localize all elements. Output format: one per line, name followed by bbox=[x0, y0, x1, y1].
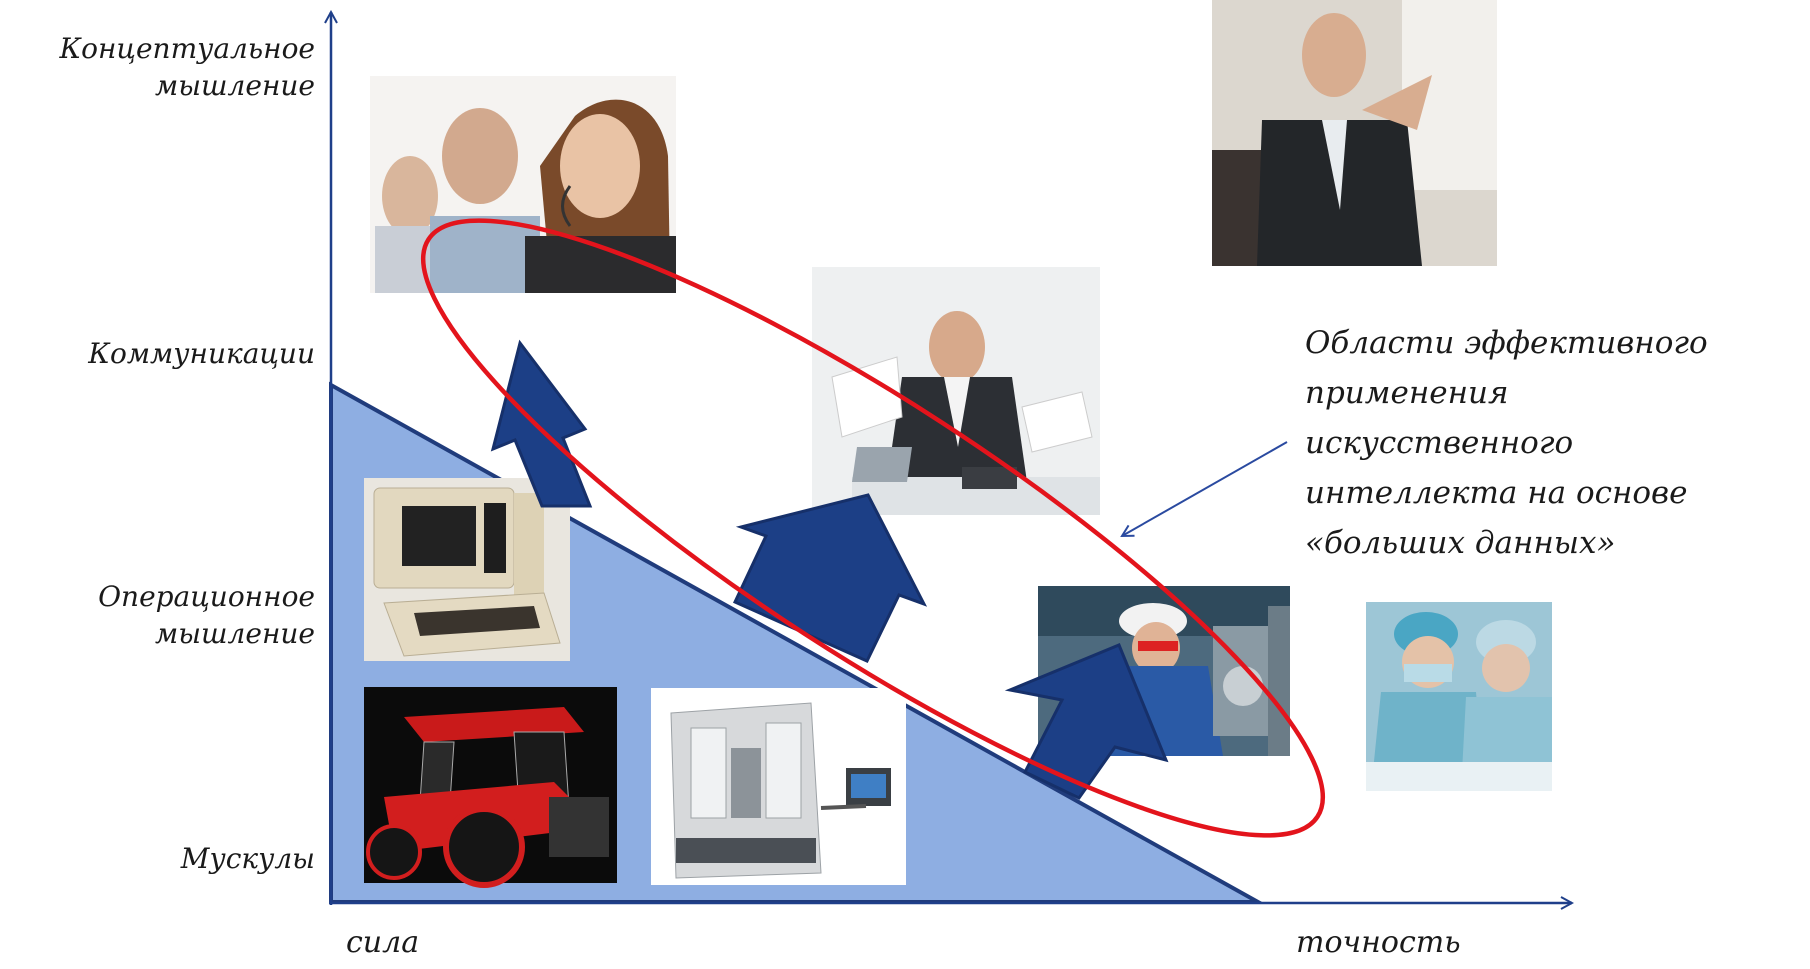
photo-retro-computer bbox=[364, 478, 570, 661]
photo-surgeons bbox=[1366, 602, 1552, 791]
ai-annotation-text: Области эффективного применения искусств… bbox=[1305, 325, 1708, 561]
y-level-communications: Коммуникации bbox=[88, 337, 315, 370]
y-level-conceptual-thinking: Концептуальное мышление bbox=[59, 32, 315, 102]
arrow-to-communications bbox=[490, 339, 593, 508]
photo-cnc-milling-machine bbox=[651, 688, 906, 885]
photo-call-center-operators bbox=[370, 76, 676, 293]
x-label-precision: точность bbox=[1296, 925, 1461, 960]
y-level-operational-thinking: Операционное мышление bbox=[98, 580, 315, 650]
ai-effective-area-ellipse bbox=[420, 218, 1326, 838]
arrow-to-operator bbox=[1004, 643, 1169, 800]
photo-multitasking-manager bbox=[812, 267, 1100, 515]
photo-red-tractor bbox=[364, 687, 617, 888]
y-level-muscles: Мускулы bbox=[180, 842, 315, 875]
photo-businessman-thinking bbox=[1212, 0, 1497, 266]
x-label-strength: сила bbox=[346, 925, 420, 960]
annotation-pointer-arrow bbox=[1122, 441, 1288, 536]
